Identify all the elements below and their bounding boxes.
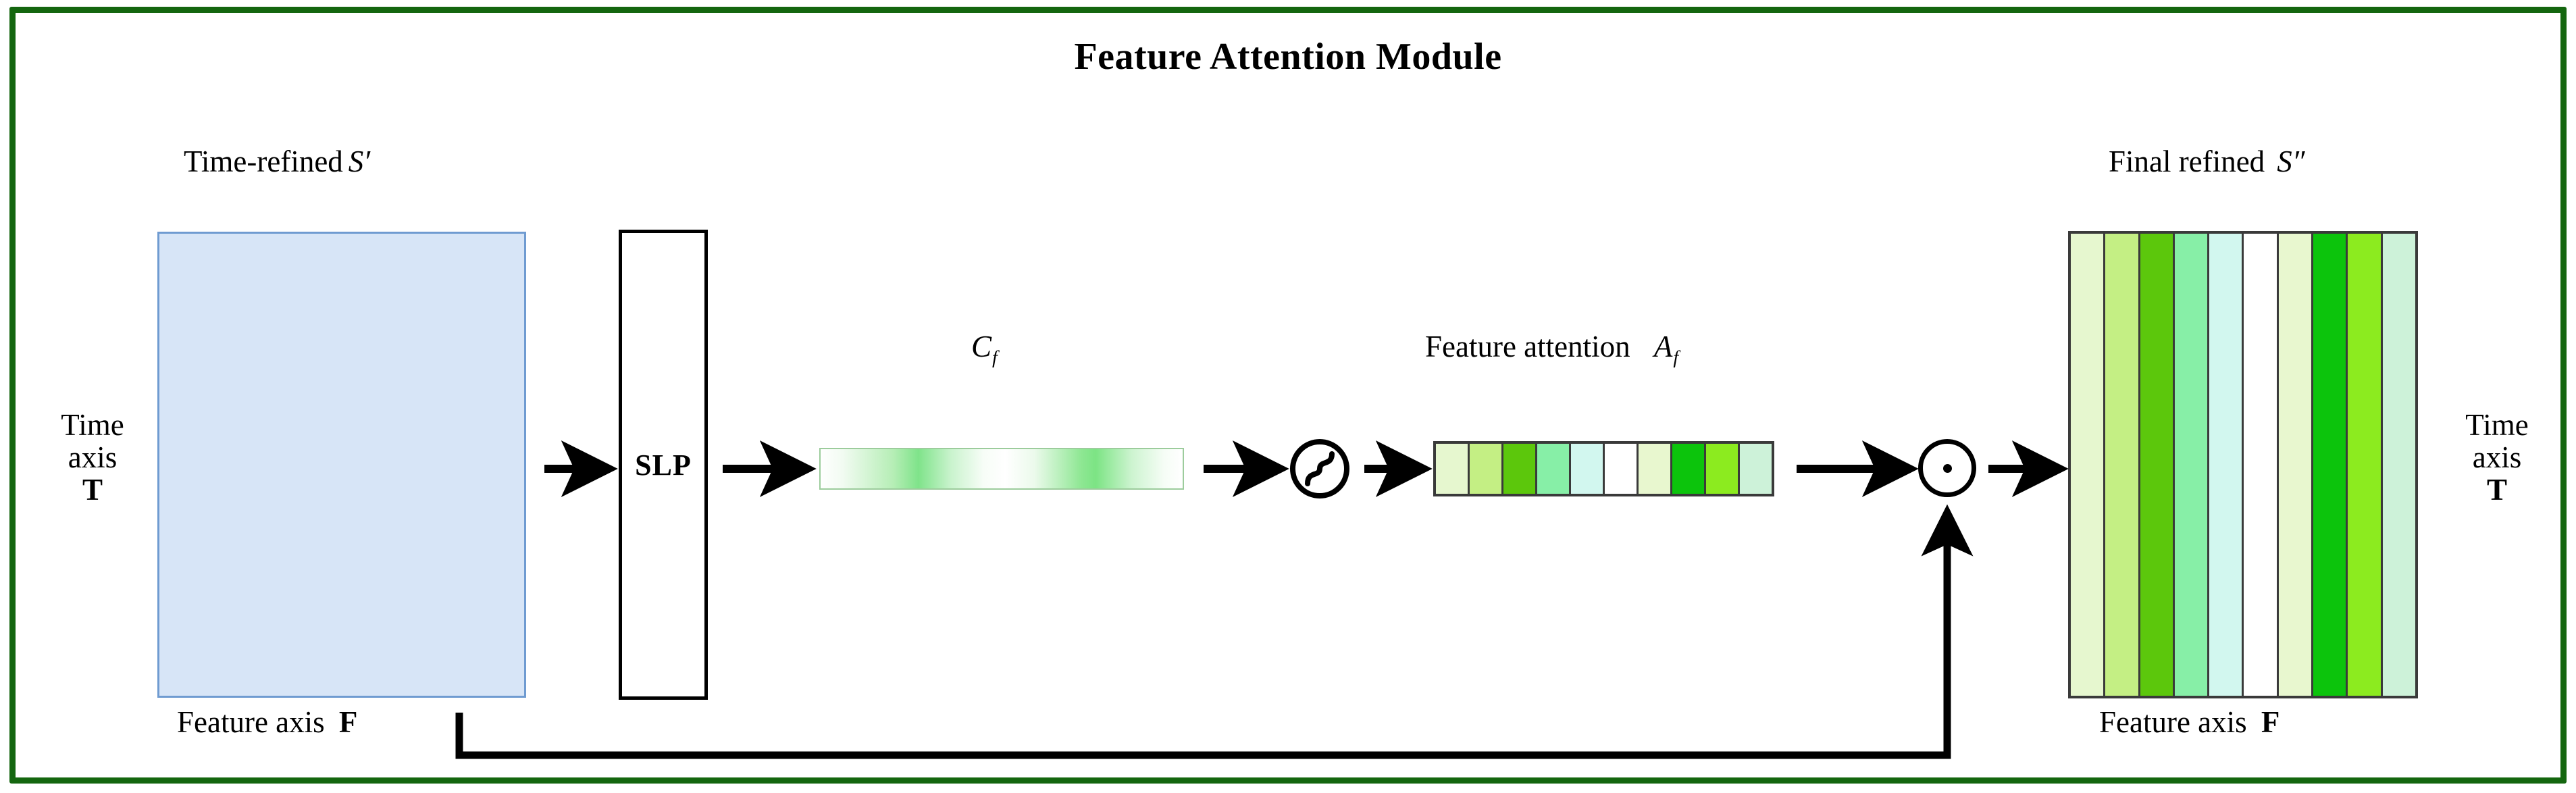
attention-cell-5 [1605,444,1637,494]
output-stripe-3 [2174,234,2208,696]
left-time-axis-symbol: T [82,473,103,507]
attention-cell-6 [1639,444,1670,494]
left-time-axis-line1: Time [61,408,124,442]
attention-cell-3 [1537,444,1569,494]
attention-cell-0 [1436,444,1468,494]
slp-block: SLP [619,230,708,700]
diagram-title: Feature Attention Module [1074,36,1502,78]
output-stripe-5 [2244,234,2277,696]
left-feature-axis-symbol: F [338,705,358,739]
input-caption-symbol: S′ [348,145,371,178]
attention-cell-7 [1672,444,1704,494]
cf-symbol: C [971,330,992,363]
output-caption-text: Final refined [2109,145,2265,178]
attention-symbol: A [1653,330,1673,363]
left-feature-axis-label: Feature axis F [177,705,357,740]
slp-label: SLP [635,448,692,482]
output-stripe-6 [2278,234,2312,696]
input-matrix-block [157,232,526,698]
right-time-axis-label: Time axis T [2446,408,2548,507]
attention-cell-2 [1503,444,1535,494]
left-time-axis-line2: axis [68,440,118,475]
right-feature-axis-text: Feature axis [2099,705,2247,739]
attention-subscript: f [1673,347,1679,368]
output-matrix-block [2068,231,2418,698]
output-stripe-9 [2382,234,2415,696]
output-stripe-0 [2071,234,2104,696]
left-time-axis-label: Time axis T [42,408,143,507]
cf-subscript: f [992,347,998,368]
output-stripe-2 [2140,234,2173,696]
attention-caption-text: Feature attention [1425,330,1630,363]
input-caption-text: Time-refined [184,145,343,178]
output-stripe-7 [2313,234,2346,696]
feature-attention-strip [1433,441,1774,496]
left-feature-axis-text: Feature axis [177,705,325,739]
attention-caption: Feature attention Af [1425,329,1678,369]
right-time-axis-line2: axis [2472,440,2522,475]
right-time-axis-line1: Time [2465,408,2529,442]
output-caption: Final refined S″ [2109,144,2304,179]
output-stripe-4 [2209,234,2242,696]
cf-gradient-bar [819,448,1184,490]
right-time-axis-symbol: T [2486,473,2507,507]
right-feature-axis-symbol: F [2261,705,2280,739]
output-stripe-1 [2105,234,2138,696]
attention-cell-9 [1740,444,1772,494]
cf-caption: Cf [971,329,998,369]
right-feature-axis-label: Feature axis F [2099,705,2279,740]
sigmoid-icon [1289,438,1351,500]
attention-cell-8 [1706,444,1738,494]
element-wise-multiply-icon [1918,439,1976,497]
attention-cell-1 [1470,444,1501,494]
output-caption-symbol: S″ [2277,145,2305,178]
attention-cell-4 [1571,444,1603,494]
output-stripe-8 [2348,234,2381,696]
